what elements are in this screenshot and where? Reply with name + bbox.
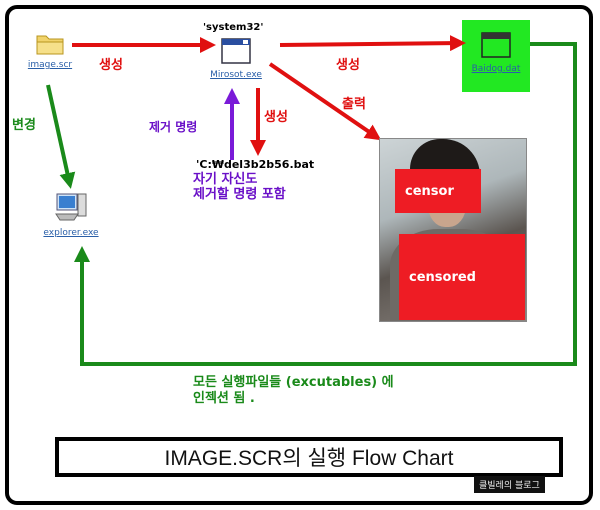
window-icon	[481, 32, 511, 58]
self-remove-label: 자기 자신도 제거할 명령 포함	[193, 172, 286, 202]
bat-file-label: 'C:₩del3b2b56.bat	[196, 158, 315, 171]
create-label-2: 생성	[336, 58, 360, 73]
arrow-baidog-to-explorer	[74, 42, 577, 366]
censored-photo: censor censored	[379, 138, 527, 322]
self-remove-line1: 자기 자신도	[193, 172, 258, 187]
mirosot-exe-label: Mirosot.exe	[210, 70, 262, 80]
output-label: 출력	[342, 97, 366, 112]
censor-block-bottom: censored	[399, 234, 525, 320]
node-image-scr[interactable]: image.scr	[22, 30, 78, 70]
computer-icon	[55, 193, 87, 221]
baidog-dat-label: Baidog.dat	[471, 64, 521, 74]
flow-chart-title: IMAGE.SCR의 실행 Flow Chart	[55, 437, 563, 477]
infect-line1: 모든 실행파일들 (excutables) 에	[193, 375, 394, 390]
explorer-exe-label: explorer.exe	[43, 228, 99, 238]
arrow-mirosot-to-baidog	[279, 35, 466, 52]
window-icon	[221, 38, 251, 64]
change-label: 변경	[12, 118, 36, 133]
remove-cmd-label: 제거 명령	[149, 120, 198, 134]
create-label-1: 생성	[99, 58, 123, 73]
create-label-3: 생성	[264, 110, 288, 125]
node-explorer-exe[interactable]: explorer.exe	[36, 190, 106, 238]
arrow-mirosot-to-photo	[268, 62, 382, 141]
system32-label: 'system32'	[203, 22, 264, 33]
node-baidog-dat[interactable]: Baidog.dat	[462, 30, 530, 74]
folder-icon	[36, 35, 64, 55]
arrow-image-to-explorer	[46, 84, 76, 189]
node-mirosot-exe[interactable]: Mirosot.exe	[204, 36, 268, 80]
image-scr-label: image.scr	[27, 60, 73, 70]
censor-block-top: censor	[395, 169, 481, 213]
infect-line2: 인젝션 됨 .	[193, 391, 255, 406]
infect-label: 모든 실행파일들 (excutables) 에 인젝션 됨 .	[193, 375, 394, 407]
self-remove-line2: 제거할 명령 포함	[193, 187, 286, 202]
blog-watermark: 클빌레의 블로그	[474, 476, 545, 493]
